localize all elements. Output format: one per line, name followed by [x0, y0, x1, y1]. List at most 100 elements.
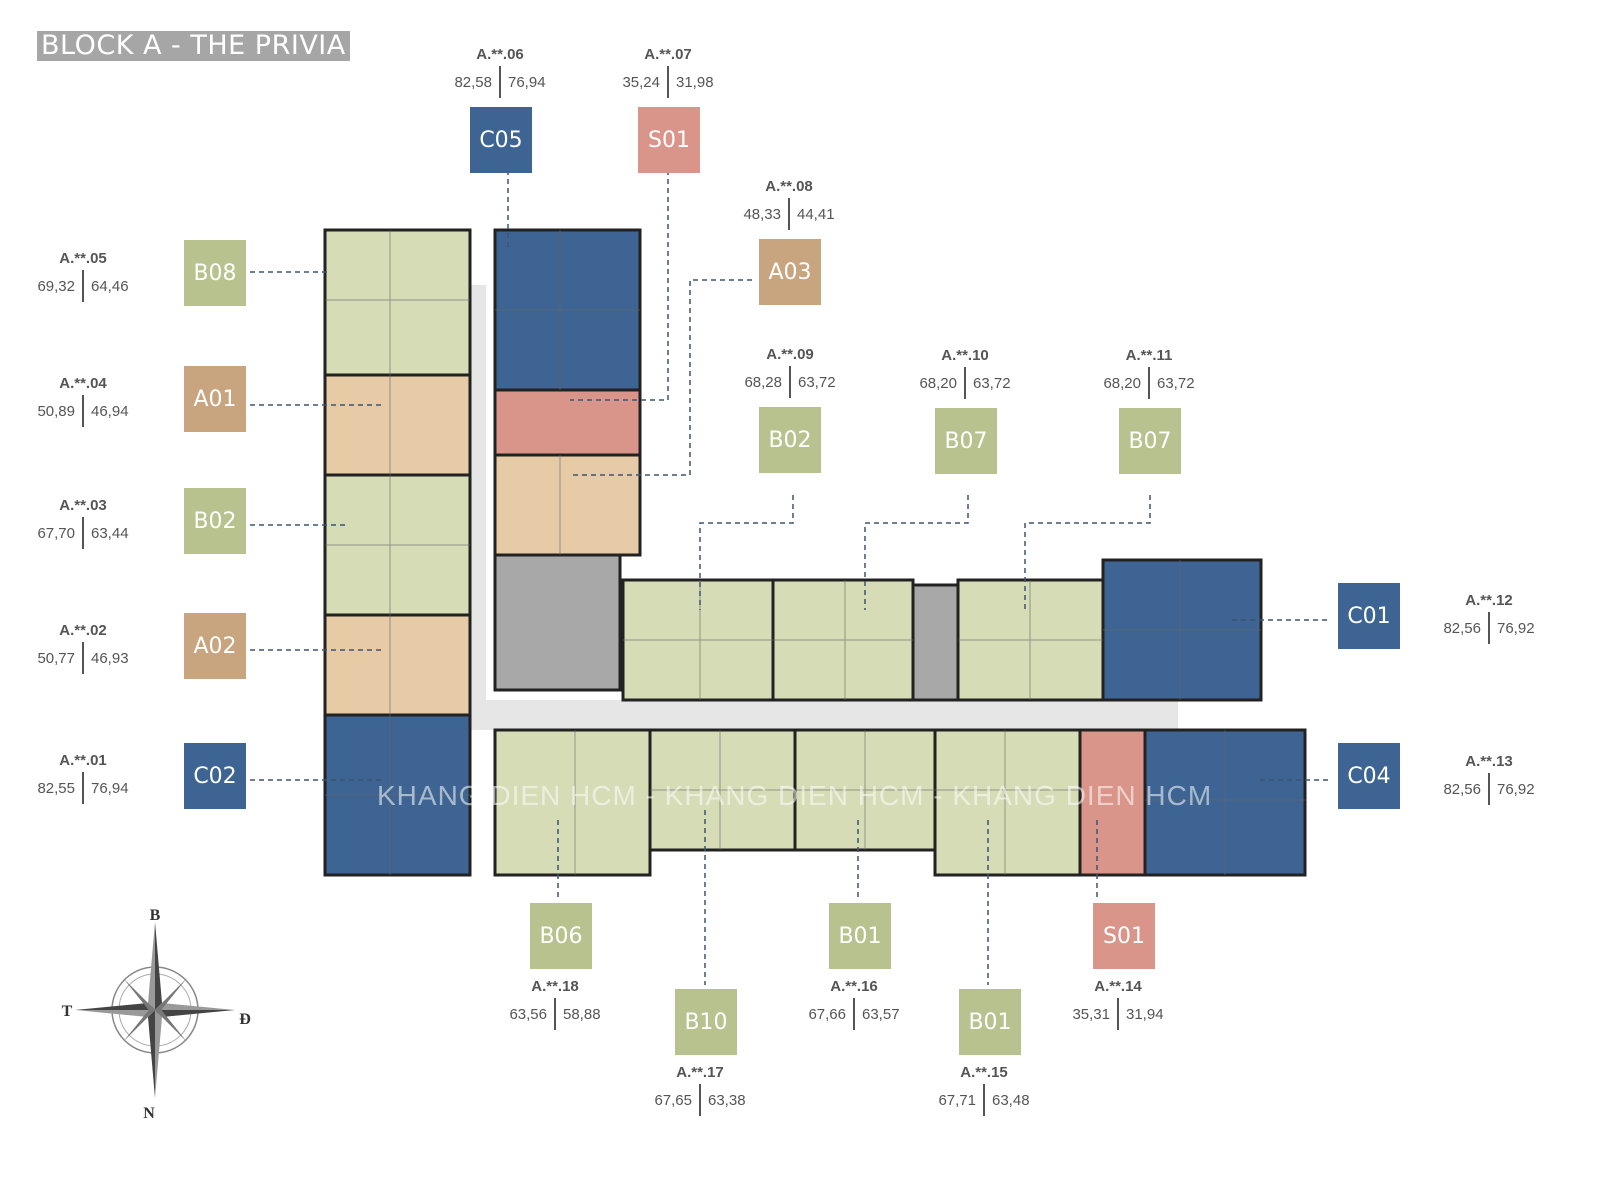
compass-west: T [62, 1003, 73, 1020]
apartment-08[interactable] [493, 453, 642, 557]
apartment-05[interactable] [323, 228, 472, 377]
unit-code: A.**.07 [644, 46, 692, 63]
core-stair-right [911, 583, 960, 702]
unit-net-area: 46,93 [91, 650, 129, 667]
unit-total-area: 50,77 [37, 650, 75, 667]
unit-total-area: 69,32 [37, 278, 75, 295]
unit-type-tag[interactable]: C01 [1338, 583, 1400, 649]
unit-code: A.**.16 [830, 978, 878, 995]
unit-type-tag[interactable]: C04 [1338, 743, 1400, 809]
unit-total-area: 68,20 [1103, 375, 1141, 392]
unit-type-tag[interactable]: B06 [530, 903, 592, 969]
unit-type-tag[interactable]: S01 [638, 107, 700, 173]
unit-type-tag[interactable]: B10 [675, 989, 737, 1055]
unit-total-area: 82,56 [1443, 620, 1481, 637]
unit-net-area: 63,44 [91, 525, 129, 542]
area-separator [667, 66, 669, 98]
unit-code: A.**.17 [676, 1064, 724, 1081]
unit-total-area: 67,65 [654, 1092, 692, 1109]
unit-net-area: 63,38 [708, 1092, 746, 1109]
unit-total-area: 68,20 [919, 375, 957, 392]
compass-south: N [143, 1105, 155, 1122]
unit-total-area: 82,58 [454, 74, 492, 91]
area-separator [853, 998, 855, 1030]
unit-code: A.**.04 [59, 375, 107, 392]
unit-net-area: 31,94 [1126, 1006, 1164, 1023]
unit-code: A.**.14 [1094, 978, 1142, 995]
unit-total-area: 67,71 [938, 1092, 976, 1109]
area-separator [983, 1084, 985, 1116]
apartment-04[interactable] [323, 373, 472, 477]
area-separator [82, 642, 84, 674]
unit-type-tag[interactable]: B08 [184, 240, 246, 306]
unit-type-tag[interactable]: A01 [184, 366, 246, 432]
compass-north: B [150, 907, 161, 924]
unit-type-tag[interactable]: B07 [1119, 408, 1181, 474]
unit-type-tag[interactable]: C02 [184, 743, 246, 809]
unit-type-tag[interactable]: A02 [184, 613, 246, 679]
apartment-02[interactable] [323, 613, 472, 717]
unit-area-label: A.**.14 35,31 31,94 [1018, 978, 1218, 1048]
area-separator [1117, 998, 1119, 1030]
area-separator [964, 367, 966, 399]
unit-type-tag[interactable]: C05 [470, 107, 532, 173]
unit-area-label: A.**.10 68,20 63,72 [865, 347, 1065, 417]
unit-area-label: A.**.18 63,56 58,88 [455, 978, 655, 1048]
unit-code: A.**.18 [531, 978, 579, 995]
unit-net-area: 31,98 [676, 74, 714, 91]
unit-code: A.**.09 [766, 346, 814, 363]
unit-type-tag[interactable]: B02 [759, 407, 821, 473]
area-separator [82, 517, 84, 549]
area-separator [1488, 612, 1490, 644]
core-stair-elevator-left [493, 553, 622, 692]
compass-east: Đ [239, 1011, 251, 1028]
unit-total-area: 35,31 [1072, 1006, 1110, 1023]
unit-net-area: 76,92 [1497, 781, 1535, 798]
unit-total-area: 67,66 [808, 1006, 846, 1023]
area-separator [1488, 773, 1490, 805]
unit-net-area: 46,94 [91, 403, 129, 420]
watermark: KHANG DIEN HCM - KHANG DIEN HCM - KHANG … [377, 780, 1213, 811]
leader-lines [250, 170, 1330, 985]
unit-net-area: 44,41 [797, 206, 835, 223]
unit-code: A.**.03 [59, 497, 107, 514]
unit-type-tag[interactable]: A03 [759, 239, 821, 305]
unit-total-area: 63,56 [509, 1006, 547, 1023]
unit-net-area: 63,48 [992, 1092, 1030, 1109]
unit-type-tag[interactable]: B02 [184, 488, 246, 554]
unit-total-area: 82,55 [37, 780, 75, 797]
unit-code: A.**.01 [59, 752, 107, 769]
unit-type-tag[interactable]: B01 [829, 903, 891, 969]
unit-type-tag[interactable]: B07 [935, 408, 997, 474]
unit-net-area: 63,72 [1157, 375, 1195, 392]
unit-type-tag[interactable]: S01 [1093, 903, 1155, 969]
unit-code: A.**.12 [1465, 592, 1513, 609]
unit-code: A.**.10 [941, 347, 989, 364]
area-separator [789, 366, 791, 398]
unit-type-tag[interactable]: B01 [959, 989, 1021, 1055]
unit-net-area: 58,88 [563, 1006, 601, 1023]
page-title: BLOCK A - THE PRIVIA [37, 31, 350, 61]
area-separator [699, 1084, 701, 1116]
unit-code: A.**.13 [1465, 753, 1513, 770]
apartment-07[interactable] [493, 388, 642, 457]
unit-net-area: 64,46 [91, 278, 129, 295]
unit-net-area: 63,72 [973, 375, 1011, 392]
area-separator [554, 998, 556, 1030]
area-separator [82, 270, 84, 302]
unit-net-area: 63,72 [798, 374, 836, 391]
unit-code: A.**.15 [960, 1064, 1008, 1081]
unit-area-label: A.**.15 67,71 63,48 [884, 1064, 1084, 1134]
compass-rose-icon: B N T Đ [62, 907, 251, 1122]
